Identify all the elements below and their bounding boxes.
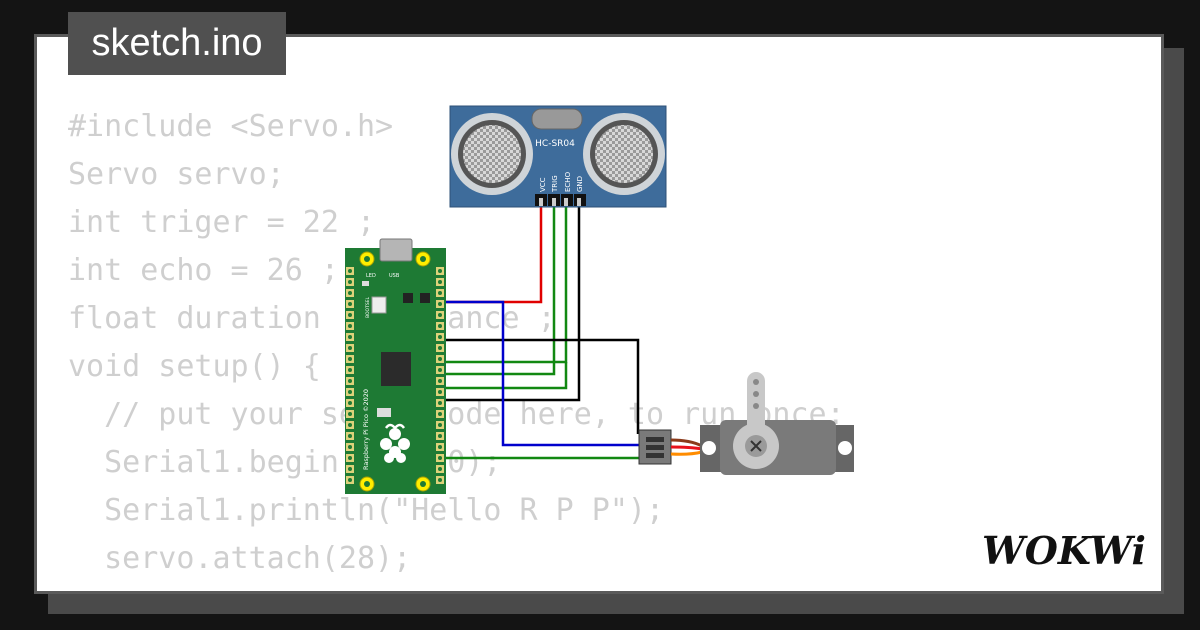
pico-pin-hole (348, 390, 352, 394)
led-label: LED (366, 273, 376, 279)
wires (437, 200, 641, 460)
bootsel-label: BOOTSEL (365, 296, 371, 318)
pico-pin-hole (438, 324, 442, 328)
pico-pin-hole (438, 335, 442, 339)
wire-vcc[interactable] (437, 200, 543, 304)
pico-pin-hole (348, 324, 352, 328)
pico-pin-hole (438, 412, 442, 416)
bootsel-button[interactable] (371, 296, 387, 314)
wire-gnd[interactable] (437, 200, 581, 402)
pico-pin-hole (348, 412, 352, 416)
servo-motor[interactable] (638, 372, 854, 475)
pico-pin-hole (348, 302, 352, 306)
sensor-pin-label: TRIG (551, 175, 559, 193)
wire-echo-b[interactable] (437, 362, 568, 390)
wire-echo[interactable] (437, 200, 568, 364)
pico-pin-hole (438, 357, 442, 361)
sensor-transducer-left (451, 113, 533, 195)
pico-pin-hole (348, 346, 352, 350)
pico-pin-hole (348, 313, 352, 317)
wokwi-logo[interactable]: WOKWi (976, 526, 1152, 576)
pico-board[interactable]: LED USB BOOTSEL Raspberry Pi Pico ©2020 (345, 238, 446, 494)
pico-pin-hole (438, 478, 442, 482)
pico-pin-hole (438, 423, 442, 427)
led-indicator (362, 281, 369, 286)
pico-pin-hole (348, 423, 352, 427)
pico-pin-hole (438, 269, 442, 273)
pico-pin-hole (348, 456, 352, 460)
sensor-label: HC-SR04 (535, 139, 575, 149)
pico-pin-hole (438, 313, 442, 317)
pico-pin-hole (348, 445, 352, 449)
pico-pin-hole (348, 478, 352, 482)
code-line: int echo = 26 ; (68, 253, 339, 288)
raspberry-logo-icon (380, 423, 410, 463)
pico-pin-hole (348, 368, 352, 372)
pico-pin-hole (348, 434, 352, 438)
code-line: int triger = 22 ; (68, 205, 376, 240)
pico-pin-hole (438, 368, 442, 372)
sensor-pin-label: GND (576, 176, 584, 192)
code-line: servo.attach(28); (68, 541, 412, 576)
sensor-transducer-right (583, 113, 665, 195)
sensor-pin-label: VCC (539, 177, 547, 192)
pico-pin-hole (438, 280, 442, 284)
board-label: Raspberry Pi Pico ©2020 (362, 389, 370, 470)
pico-pin-hole (438, 291, 442, 295)
rp2040-chip (381, 352, 411, 386)
pico-pin-hole (438, 445, 442, 449)
pico-pin-hole (348, 467, 352, 471)
pico-pin-hole (438, 390, 442, 394)
wire-servo-vcc[interactable] (437, 300, 641, 447)
code-line: Serial1.println("Hello R P P"); (68, 493, 665, 528)
pico-pin-hole (438, 434, 442, 438)
code-line: #include <Servo.h> (68, 109, 394, 144)
usb-connector (379, 238, 413, 262)
pico-pin-hole (438, 401, 442, 405)
pico-pin-hole (438, 346, 442, 350)
pico-pin-hole (438, 302, 442, 306)
servo-screw-icon (750, 440, 762, 452)
brand-wordmark: WOKWi (982, 528, 1146, 573)
code-line: pinMode(triger, OUTPUT); (68, 583, 845, 591)
pico-pins-left (346, 267, 354, 484)
pico-pin-hole (348, 335, 352, 339)
pico-pin-hole (438, 467, 442, 471)
sensor-pin-label: ECHO (564, 171, 572, 192)
pico-pins-right (436, 267, 444, 484)
pico-pin-hole (348, 291, 352, 295)
pico-pin-hole (348, 357, 352, 361)
pico-pin-hole (348, 401, 352, 405)
sensor-pins (539, 198, 581, 206)
pico-pin-hole (348, 379, 352, 383)
wire-trig[interactable] (437, 200, 556, 376)
code-line: Servo servo; (68, 157, 285, 192)
pico-pin-hole (348, 269, 352, 273)
file-tab[interactable]: sketch.ino (68, 12, 286, 75)
ultrasonic-sensor[interactable]: HC-SR04 VCC TRIG ECHO GND (449, 105, 667, 208)
servo-horn[interactable] (733, 372, 779, 469)
pico-pin-hole (438, 379, 442, 383)
usb-label: USB (389, 273, 400, 279)
pico-pin-hole (438, 456, 442, 460)
pico-pin-hole (348, 280, 352, 284)
code-line: void setup() { (68, 349, 321, 384)
